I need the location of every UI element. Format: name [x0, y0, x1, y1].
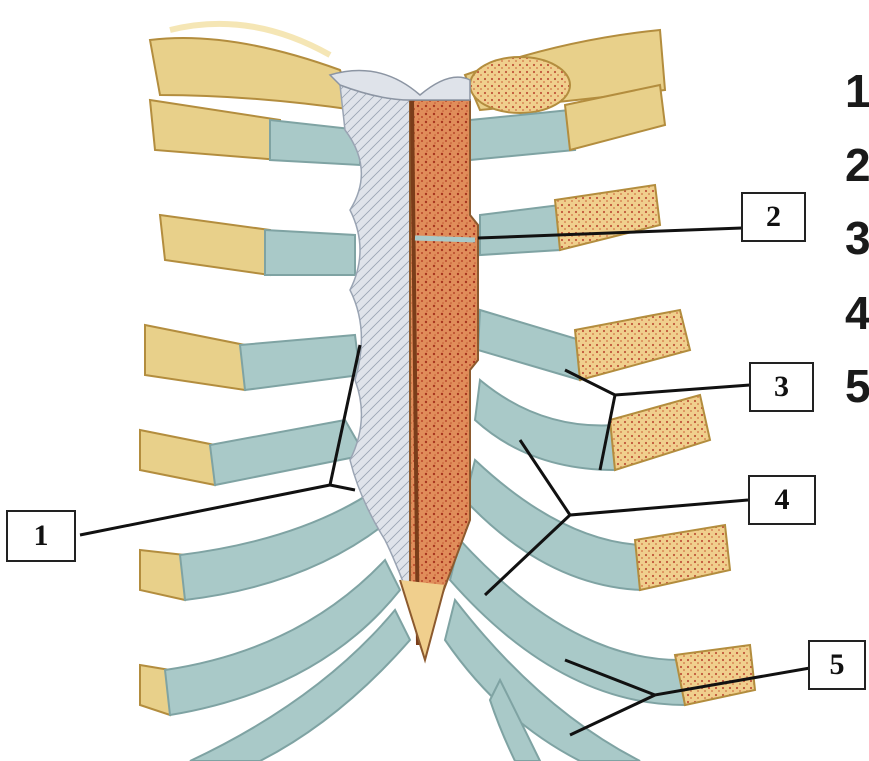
- label-3: 3: [749, 362, 814, 412]
- label-2: 2: [741, 192, 806, 242]
- left-clavicle: [150, 24, 355, 110]
- label-5: 5: [808, 640, 866, 690]
- right-ribs: [445, 85, 755, 761]
- label-4: 4: [748, 475, 816, 525]
- side-number-5: 5: [845, 363, 869, 409]
- side-number-4: 4: [845, 290, 869, 336]
- label-1: 1: [6, 510, 76, 562]
- side-number-2: 2: [845, 142, 869, 188]
- side-number-1: 1: [845, 68, 869, 114]
- side-number-3: 3: [845, 215, 869, 261]
